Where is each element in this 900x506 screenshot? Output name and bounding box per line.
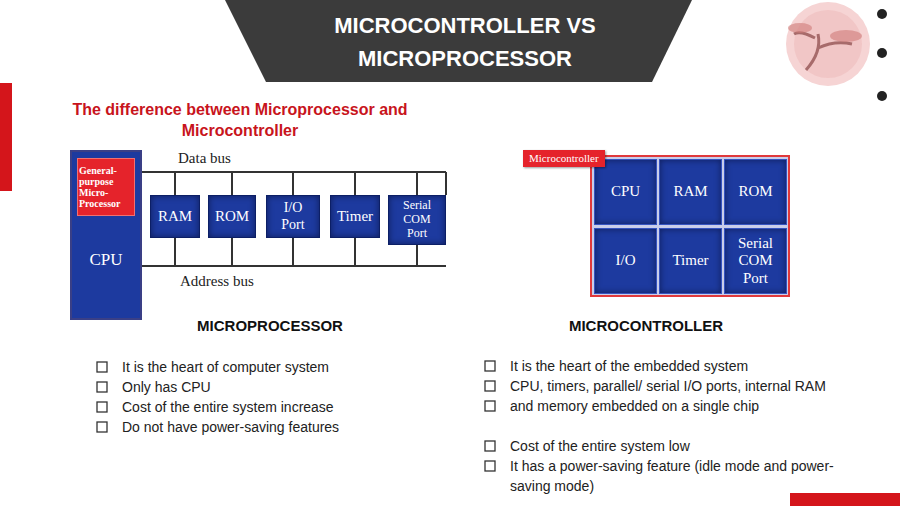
peripheral-box: ROM	[208, 195, 256, 238]
box-label: General- purpose Micro- Processor	[79, 165, 133, 209]
column-heading: MICROCONTROLLER	[526, 316, 766, 336]
box-label: CPU	[611, 183, 640, 200]
box-label: Serial COM Port	[729, 235, 782, 287]
box-label: CPU	[72, 250, 140, 270]
logo-circle	[794, 10, 862, 78]
logo-foliage	[830, 30, 862, 42]
checkbox	[485, 461, 495, 471]
processor-tag: General- purpose Micro- Processor	[77, 158, 135, 216]
chip-block: Serial COM Port	[724, 228, 787, 294]
checkbox	[485, 381, 495, 391]
logo	[786, 2, 870, 86]
bullet-item: Cost of the entire system low	[510, 436, 850, 456]
peripheral-box: RAM	[150, 195, 200, 238]
data-bus-line	[142, 172, 417, 195]
checkbox	[97, 402, 107, 412]
bullet-item: It is the heart of the embedded system	[510, 356, 850, 376]
bullet-item: Cost of the entire system increase	[122, 397, 422, 417]
box-label: I/O Port	[271, 200, 315, 232]
logo-circle	[786, 2, 870, 86]
menu-dot	[877, 48, 887, 58]
bullet-item: Do not have power-saving features	[122, 417, 422, 437]
chip-block: RAM	[659, 159, 722, 225]
checkbox	[97, 362, 107, 372]
box-label: ROM	[738, 183, 772, 200]
accent-bar	[0, 83, 12, 191]
peripheral-box: I/O Port	[266, 195, 320, 238]
box-label: ROM	[215, 208, 249, 225]
checkbox-group	[97, 361, 495, 471]
bus-end	[445, 172, 447, 195]
accent-bar	[790, 493, 900, 506]
bullet-item: Only has CPU	[122, 377, 422, 397]
box-label: Serial COM Port	[393, 199, 441, 240]
address-bus-line	[142, 238, 355, 266]
subtitle: The difference between Microprocessor an…	[50, 99, 430, 141]
box-label: Timer	[672, 252, 708, 269]
address-bus-line	[142, 245, 417, 266]
cpu-block: CPU General- purpose Micro- Processor	[70, 150, 142, 320]
page-title: MICROCONTROLLER VS MICROPROCESSOR	[300, 9, 630, 75]
chip-block: ROM	[724, 159, 787, 225]
bullet-item: CPU, timers, parallel/ serial I/O ports,…	[510, 376, 850, 416]
peripheral-box: Timer	[330, 195, 380, 238]
data-bus-line	[142, 172, 293, 195]
checkbox	[97, 382, 107, 392]
title-banner	[225, 0, 692, 82]
chip-block: I/O	[594, 228, 657, 294]
box-label: RAM	[158, 208, 192, 225]
microcontroller-chip: MicrocontrollerCPURAMROMI/OTimerSerial C…	[590, 155, 790, 297]
checkbox	[485, 401, 495, 411]
bullet-item: It is the heart of computer system	[122, 357, 422, 377]
column-heading: MICROPROCESSOR	[150, 316, 390, 336]
menu-dot	[877, 9, 887, 19]
chip-block: CPU	[594, 159, 657, 225]
logo-foliage	[788, 23, 812, 33]
checkbox	[97, 422, 107, 432]
address-bus-line	[142, 238, 293, 266]
checkbox	[485, 441, 495, 451]
chip-block: Timer	[659, 228, 722, 294]
data-bus-line	[142, 172, 355, 195]
bus-label: Address bus	[180, 272, 290, 290]
address-bus-line	[142, 238, 232, 266]
data-bus-line	[142, 172, 175, 195]
bullet-item: It has a power-saving feature (idle mode…	[510, 456, 850, 496]
peripheral-box: Serial COM Port	[388, 195, 446, 245]
bus-label: Data bus	[178, 149, 268, 167]
data-bus-line	[142, 172, 232, 195]
bus-end	[416, 171, 446, 173]
chip-heading: Microcontroller	[523, 150, 605, 167]
checkbox	[485, 361, 495, 371]
bus-end	[416, 265, 446, 267]
box-label: RAM	[673, 183, 707, 200]
box-label: Timer	[337, 208, 373, 225]
menu-dot	[877, 91, 887, 101]
address-bus-line	[142, 238, 175, 266]
box-label: I/O	[616, 252, 636, 269]
